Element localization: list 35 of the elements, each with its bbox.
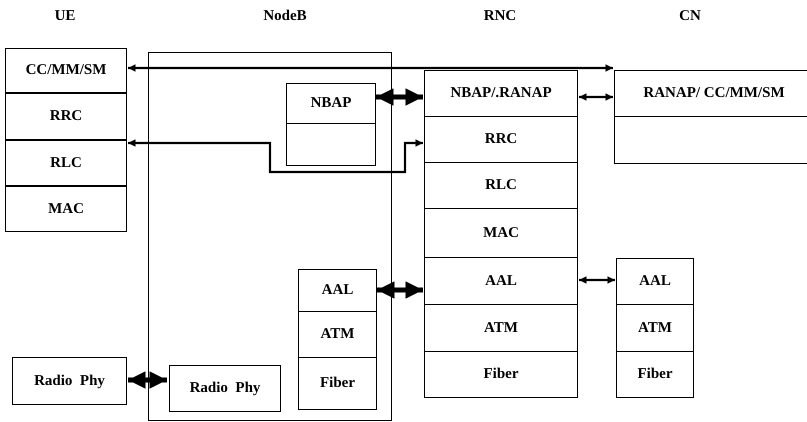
double-arrow bbox=[128, 371, 167, 389]
protocol-layer-box: NBAP bbox=[286, 83, 376, 124]
protocol-layer-box: RRC bbox=[5, 93, 127, 140]
column-heading: NodeB bbox=[263, 8, 307, 25]
node-frame bbox=[148, 52, 392, 421]
column-heading: UE bbox=[54, 8, 76, 25]
protocol-layer-box: MAC bbox=[424, 208, 578, 258]
protocol-layer-box: RLC bbox=[5, 140, 127, 186]
protocol-layer-box: MAC bbox=[5, 186, 127, 232]
column-heading: CN bbox=[679, 8, 701, 25]
protocol-layer-box: NBAP/.RANAP bbox=[424, 70, 578, 117]
column-heading: RNC bbox=[484, 8, 516, 25]
protocol-layer-box: AAL bbox=[616, 258, 694, 305]
protocol-layer-box: RRC bbox=[424, 116, 578, 163]
protocol-layer-box: Fiber bbox=[298, 357, 377, 410]
empty-box bbox=[614, 116, 807, 164]
double-arrow bbox=[376, 88, 423, 106]
double-arrow bbox=[579, 93, 613, 101]
double-arrow bbox=[128, 64, 613, 72]
double-arrow bbox=[377, 281, 423, 299]
protocol-layer-box: AAL bbox=[424, 257, 578, 305]
protocol-layer-box: AAL bbox=[298, 269, 377, 312]
double-arrow bbox=[579, 276, 615, 284]
protocol-layer-box: Fiber bbox=[616, 351, 694, 398]
protocol-layer-box: ATM bbox=[298, 311, 377, 358]
protocol-layer-box: ATM bbox=[424, 304, 578, 352]
protocol-layer-box: Radio Phy bbox=[169, 365, 281, 412]
protocol-layer-box: Fiber bbox=[424, 351, 578, 398]
protocol-layer-box: Radio Phy bbox=[12, 357, 127, 405]
protocol-layer-box: RANAP/ CC/MM/SM bbox=[614, 70, 807, 117]
empty-box bbox=[286, 123, 376, 166]
protocol-layer-box: ATM bbox=[616, 304, 694, 352]
double-arrow bbox=[128, 139, 423, 174]
protocol-layer-box: CC/MM/SM bbox=[5, 48, 127, 93]
protocol-layer-box: RLC bbox=[424, 162, 578, 209]
